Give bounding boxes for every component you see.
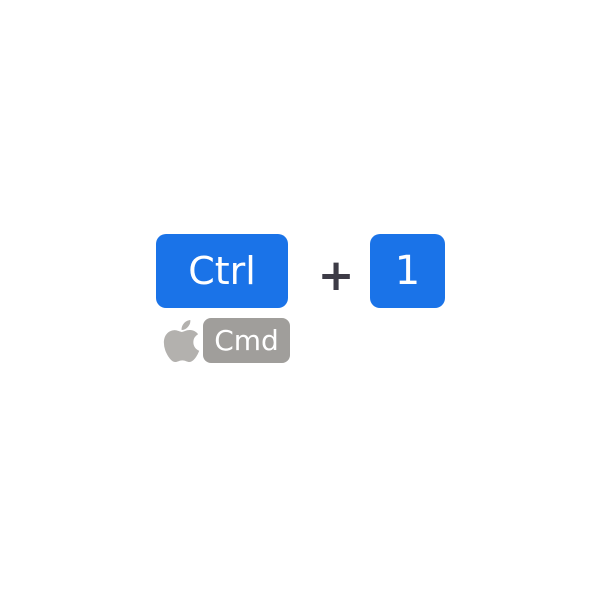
- number-1-key-label: 1: [394, 248, 421, 294]
- apple-logo-icon: [163, 317, 200, 365]
- plus-separator: +: [310, 249, 362, 301]
- number-1-key: 1: [370, 234, 445, 308]
- cmd-key-badge: Cmd: [203, 318, 290, 363]
- mac-equivalent-row: Cmd: [163, 316, 290, 365]
- ctrl-key: Ctrl: [156, 234, 288, 308]
- ctrl-key-label: Ctrl: [188, 249, 256, 293]
- plus-separator-label: +: [317, 249, 355, 301]
- cmd-key-label: Cmd: [214, 324, 279, 357]
